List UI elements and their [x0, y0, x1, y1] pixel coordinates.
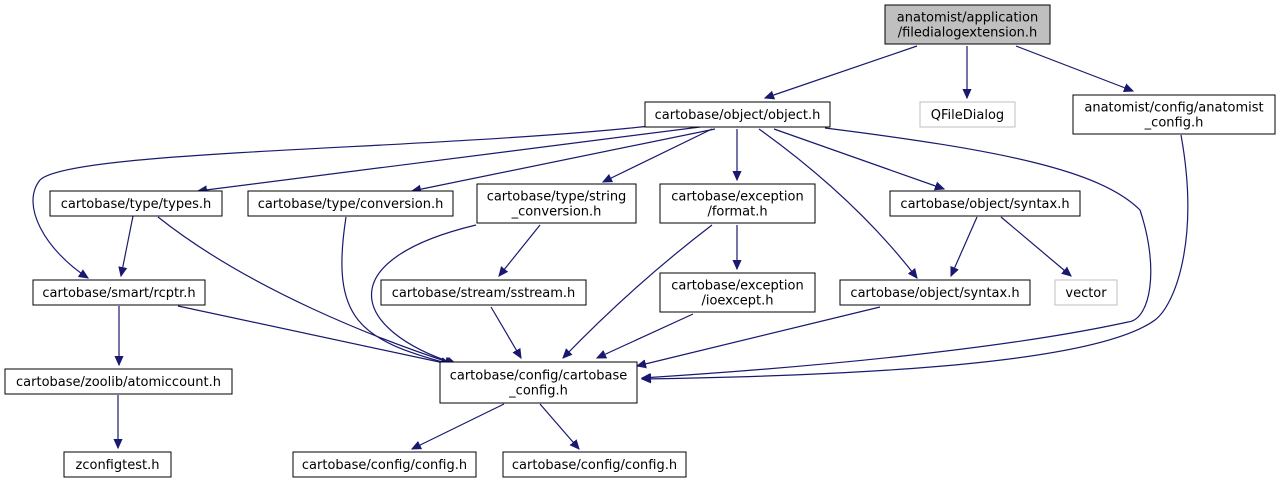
node-box — [439, 361, 638, 404]
edge-syntax2_h-to-cartobase_config_h — [637, 306, 881, 366]
edge-syntax_object_h-to-syntax2_h — [950, 216, 978, 276]
edge-rcptr_h-to-cartobase_config_h — [177, 305, 458, 366]
edge-cartobase_config_h-to-config_h_2 — [539, 403, 579, 449]
node-label: _conversion.h — [511, 205, 602, 220]
edge-types_h-to-cartobase_config_h — [157, 216, 454, 364]
node-box — [49, 190, 223, 217]
node-syntax-object-h[interactable]: cartobase/object/syntax.h — [889, 190, 1081, 217]
edge-object_h-to-types_h — [198, 126, 701, 191]
node-vector: vector — [1054, 279, 1118, 306]
edge-string_conversion_h-to-sstream_h — [499, 224, 541, 276]
node-ioexcept-h[interactable]: cartobase/exception/ioexcept.h — [659, 272, 816, 313]
node-string-conversion-h[interactable]: cartobase/type/string_conversion.h — [476, 183, 637, 224]
node-label: cartobase/exception — [671, 279, 803, 294]
node-label: anatomist/application — [897, 11, 1038, 26]
node-box — [884, 4, 1051, 45]
node-zconfigtest-h[interactable]: zconfigtest.h — [63, 451, 172, 478]
edge-root-to-anatomist_config — [1015, 45, 1133, 91]
node-atomiccount-h[interactable]: cartobase/zoolib/atomiccount.h — [4, 368, 233, 395]
node-box — [380, 279, 587, 306]
node-conversion-h[interactable]: cartobase/type/conversion.h — [247, 190, 454, 217]
node-label: _config.h — [508, 384, 568, 399]
node-box — [1054, 279, 1118, 306]
node-box — [644, 101, 831, 128]
edge-types_h-to-rcptr_h — [121, 215, 134, 276]
edge-string_conversion_h-to-cartobase_config_h — [371, 224, 477, 364]
node-syntax2-h[interactable]: cartobase/object/syntax.h — [839, 279, 1031, 306]
node-box — [1072, 94, 1276, 135]
node-box — [839, 279, 1031, 306]
node-box — [659, 272, 816, 313]
node-label: cartobase/zoolib/atomiccount.h — [16, 375, 221, 390]
node-label: cartobase/type/conversion.h — [258, 197, 444, 212]
node-label: cartobase/type/types.h — [61, 197, 211, 212]
node-box — [476, 183, 637, 224]
edge-sstream_h-to-cartobase_config_h — [490, 306, 521, 358]
node-types-h[interactable]: cartobase/type/types.h — [49, 190, 223, 217]
edge-conversion_h-to-cartobase_config_h — [341, 216, 450, 364]
node-box — [659, 183, 816, 224]
edge-format_h-to-cartobase_config_h — [563, 224, 713, 358]
node-label: cartobase/exception — [671, 190, 803, 205]
edge-root-to-object_h — [765, 45, 918, 98]
node-label: /filedialogextension.h — [898, 26, 1038, 41]
node-label: _config.h — [1144, 116, 1204, 131]
node-label: QFileDialog — [931, 108, 1004, 123]
node-rcptr-h[interactable]: cartobase/smart/rcptr.h — [32, 279, 206, 306]
edge-cartobase_config_h-to-config_h_1 — [412, 403, 505, 449]
node-label: cartobase/object/syntax.h — [900, 197, 1069, 212]
node-label: vector — [1065, 286, 1107, 301]
edges-layer — [32, 45, 1189, 449]
node-box — [247, 190, 454, 217]
node-box — [63, 451, 172, 478]
edge-object_h-to-conversion_h — [412, 128, 716, 191]
edge-anatomist_config-to-cartobase_config_h — [642, 134, 1189, 379]
node-object-h[interactable]: cartobase/object/object.h — [644, 101, 831, 128]
node-label: cartobase/stream/sstream.h — [392, 286, 576, 301]
edge-ioexcept_h-to-cartobase_config_h — [597, 313, 694, 359]
node-label: anatomist/config/anatomist — [1084, 101, 1263, 116]
node-box — [889, 190, 1081, 217]
node-label: cartobase/object/syntax.h — [850, 286, 1019, 301]
node-label: /ioexcept.h — [701, 294, 773, 309]
node-box — [4, 368, 233, 395]
node-config-h-2[interactable]: cartobase/config/config.h — [502, 451, 687, 478]
node-label: cartobase/config/config.h — [302, 458, 467, 473]
node-box — [292, 451, 477, 478]
node-label: cartobase/smart/rcptr.h — [42, 286, 195, 301]
node-box — [919, 101, 1016, 128]
edge-object_h-to-syntax_object_h — [773, 128, 944, 189]
node-sstream-h[interactable]: cartobase/stream/sstream.h — [380, 279, 587, 306]
node-box — [502, 451, 687, 478]
node-label: cartobase/object/object.h — [655, 108, 821, 123]
node-config-h-1[interactable]: cartobase/config/config.h — [292, 451, 477, 478]
node-cartobase-config-h[interactable]: cartobase/config/cartobase_config.h — [439, 361, 638, 404]
node-label: cartobase/config/cartobase — [450, 369, 628, 384]
node-qfiledialog: QFileDialog — [919, 101, 1016, 128]
edge-object_h-to-rcptr_h — [32, 125, 651, 278]
edge-object_h-to-cartobase_config_h — [642, 127, 1152, 378]
edge-syntax_object_h-to-vector — [1000, 216, 1071, 276]
edge-object_h-to-syntax2_h — [758, 128, 917, 278]
node-label: /format.h — [707, 205, 767, 220]
node-format-h[interactable]: cartobase/exception/format.h — [659, 183, 816, 224]
node-box — [32, 279, 206, 306]
node-label: cartobase/config/config.h — [512, 458, 677, 473]
node-root[interactable]: anatomist/application/filedialogextensio… — [884, 4, 1051, 45]
node-anatomist-config[interactable]: anatomist/config/anatomist_config.h — [1072, 94, 1276, 135]
edge-object_h-to-string_conversion_h — [603, 128, 713, 183]
nodes-layer: anatomist/application/filedialogextensio… — [4, 4, 1276, 478]
node-label: zconfigtest.h — [76, 458, 160, 473]
node-label: cartobase/type/string — [487, 190, 627, 205]
